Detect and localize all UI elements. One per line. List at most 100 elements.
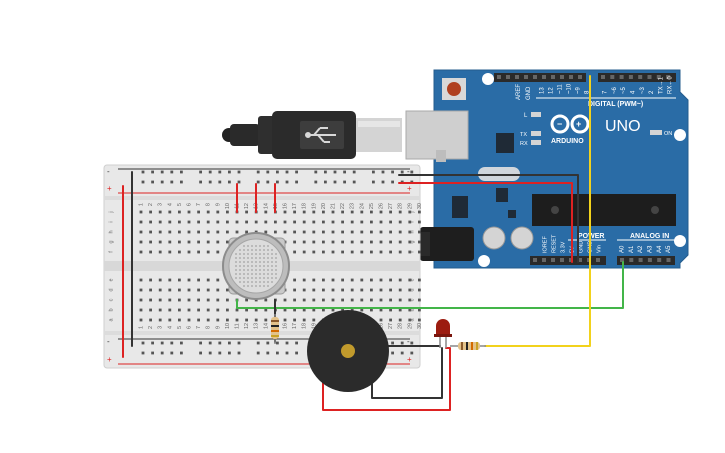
breadboard-hole xyxy=(283,210,287,214)
breadboard-hole xyxy=(293,298,296,302)
usb-icon xyxy=(305,127,336,143)
sensor-mesh-dot xyxy=(271,249,273,251)
reset-button[interactable] xyxy=(442,78,466,100)
sensor-mesh-dot xyxy=(271,257,273,259)
breadboard-hole xyxy=(158,230,162,234)
breadboard-hole xyxy=(389,250,392,254)
row-label: g xyxy=(409,240,415,243)
breadboard-hole xyxy=(245,308,248,312)
breadboard-hole xyxy=(264,318,268,322)
breadboard-hole xyxy=(264,210,268,214)
rail-hole xyxy=(208,180,212,184)
breadboard-hole xyxy=(206,318,210,322)
sensor-mesh-dot xyxy=(255,261,257,263)
breadboard-hole xyxy=(418,230,421,234)
breadboard-hole xyxy=(302,250,306,254)
sensor-mesh-dot xyxy=(267,257,269,259)
breadboard-hole xyxy=(341,288,344,292)
column-label-top: 9 xyxy=(215,203,221,206)
breadboard-hole xyxy=(389,220,392,224)
breadboard-hole xyxy=(370,288,373,292)
rail-hole xyxy=(381,180,385,184)
breadboard-hole xyxy=(389,318,392,322)
led-rx xyxy=(531,140,541,145)
sensor-mesh-dot xyxy=(243,285,245,287)
rail-hole xyxy=(391,170,394,174)
analog-pin-label: A1 xyxy=(629,245,635,253)
column-label-bottom: 17 xyxy=(292,323,298,329)
breadboard-hole xyxy=(149,220,152,224)
breadboard-hole xyxy=(206,210,210,214)
sensor-mesh-dot xyxy=(247,261,249,263)
analog-header xyxy=(617,256,675,265)
breadboard-hole xyxy=(312,250,316,254)
rail-hole xyxy=(228,170,231,174)
breadboard-hole xyxy=(168,220,172,224)
sensor-mesh-dot xyxy=(263,273,265,275)
rail-plus-label: + xyxy=(407,184,412,193)
rail-hole xyxy=(256,170,260,174)
sensor-mesh-dot xyxy=(263,253,265,255)
led-tx-label: TX xyxy=(520,132,527,138)
sensor-mesh-dot xyxy=(251,261,253,263)
sensor-mesh-dot xyxy=(255,281,257,283)
sensor-mesh-dot xyxy=(267,273,269,275)
sensor-mesh-dot xyxy=(255,273,257,275)
breadboard-hole xyxy=(197,240,200,244)
header-pin xyxy=(638,258,643,262)
aref-label: AREF xyxy=(516,84,522,100)
rail-hole xyxy=(324,170,327,174)
breadboard-hole xyxy=(331,220,335,224)
breadboard-hole xyxy=(341,278,344,282)
sensor-mesh-dot xyxy=(271,281,273,283)
breadboard-hole xyxy=(139,220,143,224)
digital-pin-label: ~9 xyxy=(576,86,582,94)
sensor-mesh-dot xyxy=(259,269,261,271)
rail-hole xyxy=(285,341,289,345)
column-label-bottom: 8 xyxy=(206,326,212,329)
resistor-sensor xyxy=(271,314,279,344)
row-label: a xyxy=(409,318,415,322)
sensor-mesh-dot xyxy=(251,245,253,247)
breadboard-hole xyxy=(226,240,229,244)
breadboard-hole xyxy=(254,308,258,312)
digital-pin-label: 4 xyxy=(630,90,636,94)
rail-hole xyxy=(228,180,231,184)
breadboard-hole xyxy=(187,250,191,254)
wire-analog-a0 xyxy=(236,261,624,309)
usb-cable xyxy=(222,111,402,159)
sensor-mesh-dot xyxy=(275,257,277,259)
rail-hole xyxy=(410,341,414,345)
breadboard-hole xyxy=(408,240,412,244)
breadboard-hole xyxy=(302,298,306,302)
breadboard-hole xyxy=(418,210,421,214)
breadboard-hole xyxy=(312,318,316,322)
breadboard-hole xyxy=(341,308,344,312)
rail-hole xyxy=(276,170,279,174)
row-label: g xyxy=(108,240,114,243)
breadboard-hole xyxy=(331,230,335,234)
column-label-top: 2 xyxy=(148,203,154,206)
breadboard-hole xyxy=(149,288,152,292)
rail-hole xyxy=(324,180,327,184)
row-label: f xyxy=(409,251,415,253)
digital-pin-label: 12 xyxy=(549,87,555,94)
sensor-mesh-dot xyxy=(251,285,253,287)
sensor-mesh-dot xyxy=(267,285,269,287)
breadboard-hole xyxy=(408,210,412,214)
breadboard-hole xyxy=(350,240,354,244)
breadboard-hole xyxy=(350,288,354,292)
breadboard-hole xyxy=(302,230,306,234)
breadboard-hole xyxy=(149,298,152,302)
breadboard-hole xyxy=(389,278,392,282)
breadboard-hole xyxy=(331,298,335,302)
sensor-mesh-dot xyxy=(255,253,257,255)
sensor-mesh-dot xyxy=(275,269,277,271)
arduino-label: ARDUINO xyxy=(551,138,584,145)
column-label-top: 29 xyxy=(407,203,413,209)
sensor-mesh-dot xyxy=(247,277,249,279)
breadboard-hole xyxy=(379,250,383,254)
breadboard-hole xyxy=(245,220,248,224)
header-pin xyxy=(578,75,582,79)
